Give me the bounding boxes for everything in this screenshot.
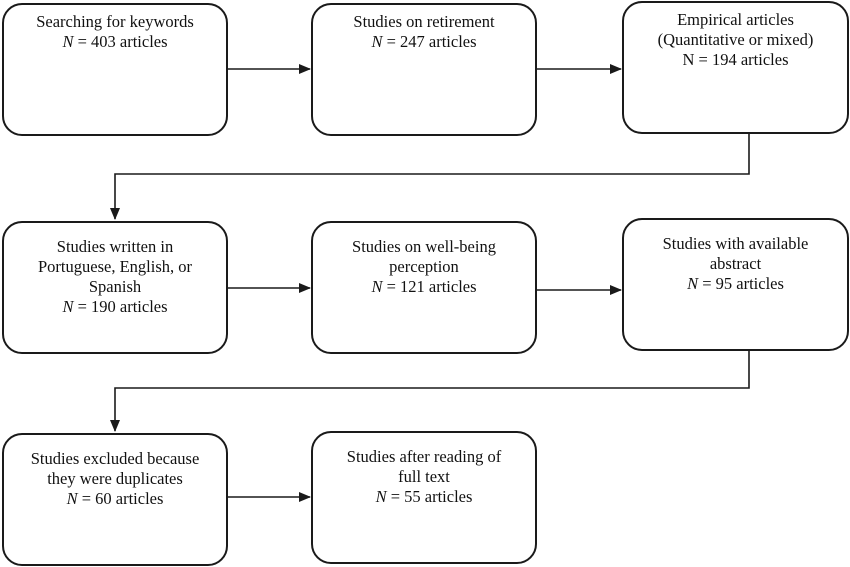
box-text-line: Studies after reading of [346,447,502,466]
box-text-line: (Quantitative or mixed) [657,30,814,49]
count-symbol: N [371,32,383,51]
count-value: = 190 articles [73,297,168,316]
box-text-line: abstract [709,254,762,273]
box-text-line: they were duplicates [47,469,183,488]
box-text-line: Studies written in [56,237,174,256]
box-count-line: N = 403 articles [4,32,226,52]
box-count-line: N = 190 articles [4,297,226,317]
count-value: = 95 articles [698,274,784,293]
count-value: = 403 articles [73,32,168,51]
box-text-line: Studies on retirement [353,12,495,31]
count-value: = 60 articles [77,489,164,508]
count-symbol: N [687,274,699,293]
box-count-line: N = 95 articles [624,274,847,294]
count-symbol: N [371,277,383,296]
box-count-line: N = 194 articles [624,50,847,70]
box-text-line: perception [389,257,459,276]
box-text-line: Studies with available [662,234,809,253]
box-empirical-articles: Empirical articles(Quantitative or mixed… [622,1,849,134]
count-symbol: N [62,297,74,316]
box-text-line: Empirical articles [677,10,794,29]
count-symbol: N [375,487,387,506]
count-symbol: N [682,50,695,69]
count-value: = 55 articles [386,487,473,506]
arrow-abstract-to-duplicates [110,351,750,432]
arrow-empirical-to-language [110,134,750,220]
box-count-line: N = 60 articles [4,489,226,509]
box-text-line: Spanish [88,277,142,296]
box-text-line: Searching for keywords [36,12,194,31]
box-text-line: Studies excluded because [30,449,200,468]
count-symbol: N [62,32,74,51]
box-count-line: N = 247 articles [313,32,535,52]
box-count-line: N = 55 articles [313,487,535,507]
box-text-line: Studies on well-being [352,237,496,256]
count-value: = 121 articles [382,277,477,296]
count-value: = 247 articles [382,32,477,51]
box-count-line: N = 121 articles [313,277,535,297]
box-text-line: full text [398,467,450,486]
count-value: = 194 articles [694,50,789,69]
count-symbol: N [66,489,78,508]
box-text-line: Portuguese, English, or [38,257,192,276]
